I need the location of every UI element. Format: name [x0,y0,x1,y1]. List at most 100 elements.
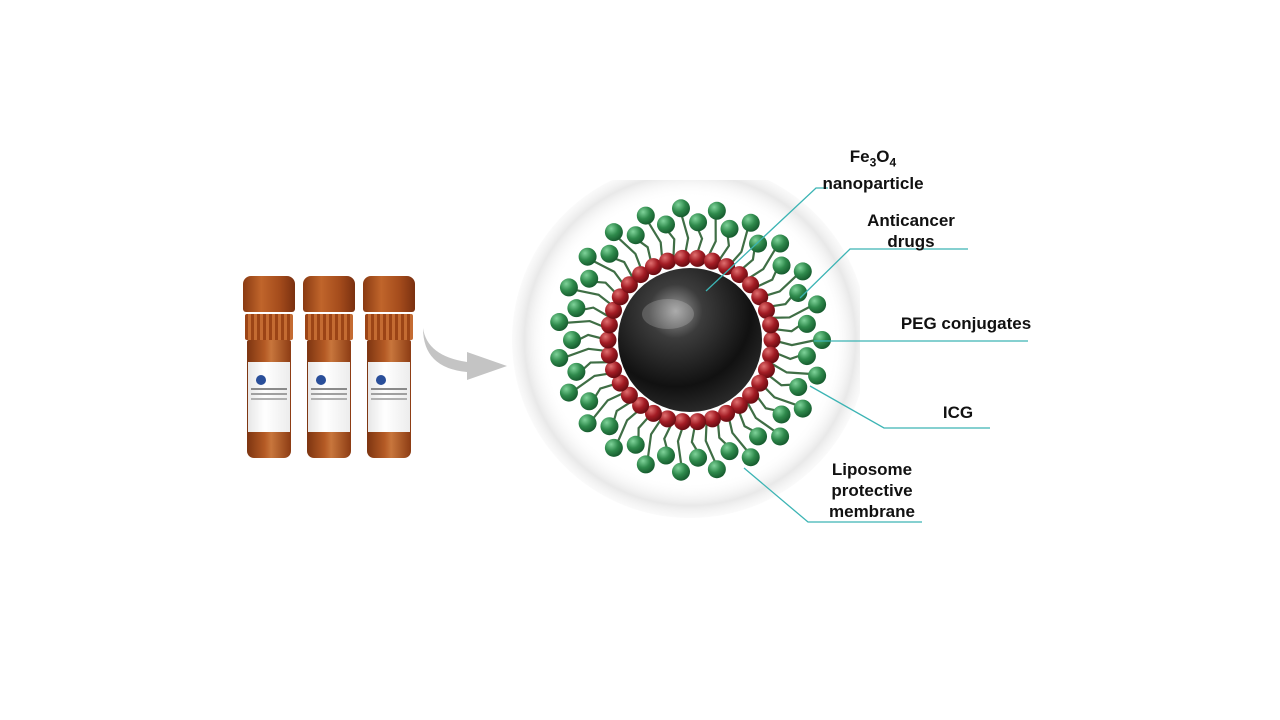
drug-bead [644,404,662,422]
lipid-bead [797,314,816,333]
lipid-bead [689,213,708,232]
peg-line1: PEG conjugates [900,314,1032,333]
lipid-bead [578,414,597,433]
lipid-bead [707,201,726,220]
drug-bead [600,316,618,334]
peg-chain [771,323,802,333]
drug-bead [718,404,736,422]
icg-line1: ICG [942,403,974,422]
lipid-bead [749,234,768,253]
drug-bead [762,316,780,334]
lipid-bead [604,438,623,457]
peg-chain [704,420,717,464]
lipid-bead [772,256,791,275]
drug-bead [600,346,618,364]
lipid-bead [772,405,791,424]
drug-bead [599,331,617,349]
lipid-bead [720,442,739,461]
peg-chain [581,361,612,372]
vial-3 [363,276,415,458]
lipid-bead [636,206,655,225]
lipid-bead [671,199,690,218]
lipid-bead [797,347,816,366]
peg-chain [666,229,676,260]
drug-bead [718,258,736,276]
peg-chain [564,347,609,359]
lipid-bead [689,448,708,467]
curved-arrow-icon [423,328,507,380]
drug-bead [751,374,769,392]
peg-chain [613,257,635,281]
lipid-bead [626,226,645,245]
drug-bead [673,413,691,431]
drug-bead [611,288,629,306]
lipid-bead [789,378,808,397]
drug-bead [730,266,748,284]
lipid-bead [600,417,619,436]
drug-bead [742,386,760,404]
drug-bead [742,276,760,294]
liposome-nanoparticle [512,180,860,518]
core-highlight [642,299,694,329]
drug-bead [632,396,650,414]
vial-2 [303,276,355,458]
drug-bead [689,249,707,267]
lipid-bead [720,219,739,238]
lipid-bead [789,283,808,302]
peg-chain [745,399,777,433]
drug-bead [762,346,780,364]
anticancer-line2: drugs [887,232,935,251]
lipid-bead [656,215,675,234]
peg-chain [646,416,664,459]
lipid-bead [559,383,578,402]
lipid-bead [604,223,623,242]
fe3o4-formula: Fe3O4 [849,147,897,170]
lipid-bead [580,392,599,411]
drug-bead [703,252,721,270]
label-anticancer: Anticancer drugs [856,210,966,252]
peg-chain [591,390,627,421]
leader-line-icg [809,385,990,429]
label-icg: ICG [928,402,988,423]
drug-bead [659,410,677,428]
label-fe3o4: Fe3O4 nanoparticle [818,146,928,194]
lipid-bead [793,262,812,281]
fe3o4-core [618,268,762,412]
lipid-bead [600,244,619,263]
drug-bead [673,249,691,267]
fe3o4-line2: nanoparticle [822,174,924,194]
drug-bead [659,252,677,270]
lipid-bead [741,213,760,232]
drug-beads [599,249,781,431]
lipid-bead [671,462,690,481]
drug-bead [620,276,638,294]
label-peg: PEG conjugates [888,313,1044,334]
leader-line-liposome [743,467,922,523]
drug-bead [632,266,650,284]
lipid-bead [567,299,586,318]
drug-bead [703,410,721,428]
drug-bead [763,331,781,349]
drug-bead [757,301,775,319]
liposome-line1: Liposome [831,460,913,479]
drug-bead [730,396,748,414]
lipid-bead [559,278,578,297]
drug-bead [611,374,629,392]
lipid-bead [550,348,569,367]
leader-line-fe3o4 [705,187,828,292]
peg-chain [716,234,731,264]
lipid-bead [793,399,812,418]
lipid-bead [808,295,827,314]
drug-bead [751,288,769,306]
label-liposome: Liposome protective membrane [818,459,926,522]
lipid-bead [636,455,655,474]
lipid-bead [656,446,675,465]
lipid-bead [626,435,645,454]
liposome-line3: membrane [829,502,915,521]
drug-bead [644,258,662,276]
drug-bead [605,361,623,379]
drug-bead [689,413,707,431]
lipid-bead [578,247,597,266]
